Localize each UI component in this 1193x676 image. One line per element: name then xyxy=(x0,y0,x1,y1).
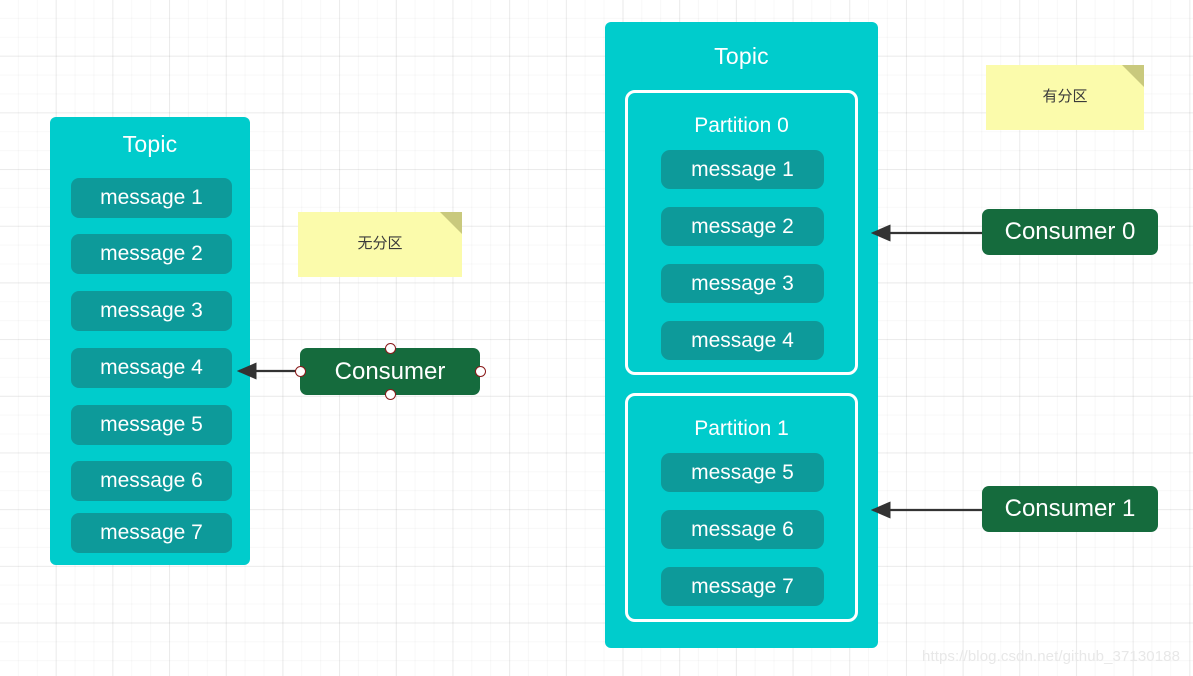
note-fold-corner-icon xyxy=(1122,65,1144,87)
right-topic-title: Topic xyxy=(714,43,769,69)
partition-0-message-1[interactable]: message 1 xyxy=(661,150,824,189)
consumer-label: Consumer 1 xyxy=(1004,495,1136,522)
arrow-consumer1-to-partition1 xyxy=(870,501,983,519)
message-label: message 7 xyxy=(691,574,794,598)
left-message-1[interactable]: message 1 xyxy=(71,178,232,218)
message-label: message 4 xyxy=(691,328,794,352)
partition-0-message-4[interactable]: message 4 xyxy=(661,321,824,360)
message-label: message 5 xyxy=(691,460,794,484)
watermark: https://blog.csdn.net/github_37130188 xyxy=(922,648,1181,665)
note-fold-corner-icon xyxy=(440,212,462,234)
consumer-label: Consumer 0 xyxy=(1004,218,1136,245)
consumer-label: Consumer xyxy=(334,357,446,385)
message-label: message 6 xyxy=(100,469,203,492)
partition-1-title: Partition 1 xyxy=(694,417,789,440)
partition-0-box[interactable]: Partition 0 message 1 message 2 message … xyxy=(625,90,858,375)
left-message-5[interactable]: message 5 xyxy=(71,405,232,445)
partition-0-title: Partition 0 xyxy=(694,114,789,137)
partition-1-box[interactable]: Partition 1 message 5 message 6 message … xyxy=(625,393,858,622)
consumer-node-left[interactable]: Consumer xyxy=(300,348,480,395)
left-message-4[interactable]: message 4 xyxy=(71,348,232,388)
message-label: message 4 xyxy=(100,356,203,379)
note-no-partition[interactable]: 无分区 xyxy=(298,212,462,277)
message-label: message 2 xyxy=(100,242,203,265)
message-label: message 3 xyxy=(100,299,203,322)
left-message-2[interactable]: message 2 xyxy=(71,234,232,274)
left-topic-title: Topic xyxy=(122,131,178,157)
partition-1-message-5[interactable]: message 5 xyxy=(661,453,824,492)
message-label: message 6 xyxy=(691,517,794,541)
note-no-partition-text: 无分区 xyxy=(357,235,403,252)
consumer-handle-top[interactable] xyxy=(385,343,396,354)
partition-1-message-7[interactable]: message 7 xyxy=(661,567,824,606)
message-label: message 5 xyxy=(100,413,203,436)
message-label: message 7 xyxy=(100,521,203,544)
left-message-6[interactable]: message 6 xyxy=(71,461,232,501)
consumer-node-1[interactable]: Consumer 1 xyxy=(982,486,1158,532)
left-topic-box[interactable]: Topic message 1 message 2 message 3 mess… xyxy=(50,117,250,565)
message-label: message 3 xyxy=(691,271,794,295)
note-has-partition[interactable]: 有分区 xyxy=(986,65,1144,130)
left-message-7[interactable]: message 7 xyxy=(71,513,232,553)
arrow-consumer0-to-partition0 xyxy=(870,224,983,242)
note-has-partition-text: 有分区 xyxy=(1042,88,1088,105)
message-label: message 2 xyxy=(691,214,794,238)
message-label: message 1 xyxy=(100,186,203,209)
consumer-handle-bottom[interactable] xyxy=(385,389,396,400)
right-topic-box[interactable]: Topic Partition 0 message 1 message 2 me… xyxy=(605,22,878,648)
partition-0-message-3[interactable]: message 3 xyxy=(661,264,824,303)
left-message-3[interactable]: message 3 xyxy=(71,291,232,331)
arrow-consumer-to-left-topic xyxy=(236,362,304,380)
consumer-node-0[interactable]: Consumer 0 xyxy=(982,209,1158,255)
consumer-handle-right[interactable] xyxy=(475,366,486,377)
consumer-handle-left[interactable] xyxy=(295,366,306,377)
partition-1-message-6[interactable]: message 6 xyxy=(661,510,824,549)
message-label: message 1 xyxy=(691,157,794,181)
partition-0-message-2[interactable]: message 2 xyxy=(661,207,824,246)
